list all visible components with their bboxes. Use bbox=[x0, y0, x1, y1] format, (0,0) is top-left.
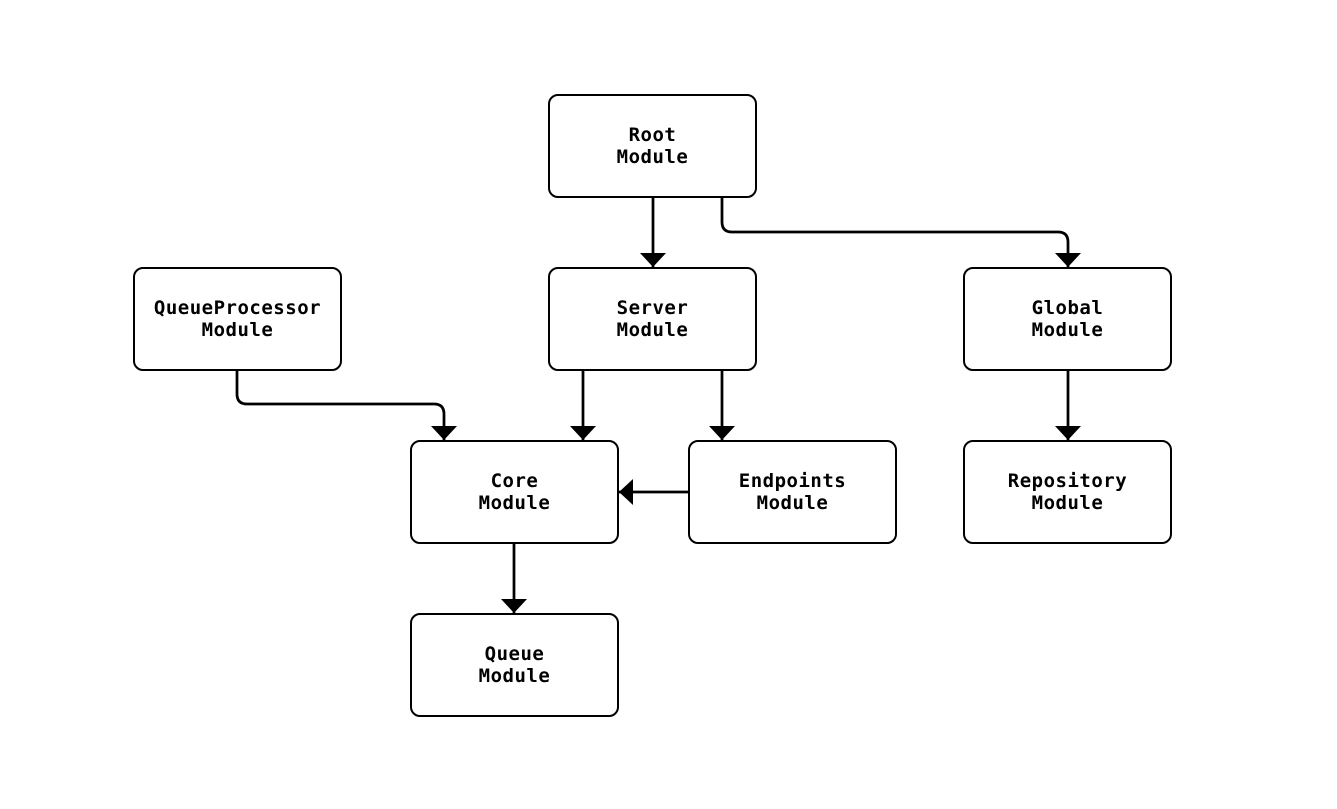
node-queue-module: Queue Module bbox=[410, 613, 619, 717]
edge-server-module-to-endpoints-module bbox=[709, 371, 735, 440]
node-queueprocessor-module: QueueProcessor Module bbox=[133, 267, 342, 371]
arrowhead-icon bbox=[640, 253, 666, 267]
node-server-module: Server Module bbox=[548, 267, 757, 371]
node-label: Endpoints Module bbox=[738, 470, 847, 514]
node-label: Server Module bbox=[616, 297, 689, 341]
node-endpoints-module: Endpoints Module bbox=[688, 440, 897, 544]
node-label: Core Module bbox=[478, 470, 551, 514]
node-label: Global Module bbox=[1031, 297, 1104, 341]
node-root-module: Root Module bbox=[548, 94, 757, 198]
node-label: QueueProcessor Module bbox=[153, 297, 322, 341]
edge-global-module-to-repository-module bbox=[1055, 371, 1081, 440]
arrowhead-icon bbox=[570, 426, 596, 440]
arrowhead-icon bbox=[501, 599, 527, 613]
edge-line bbox=[235, 371, 446, 440]
edge-endpoints-module-to-core-module bbox=[619, 479, 688, 505]
node-global-module: Global Module bbox=[963, 267, 1172, 371]
edge-root-module-to-global-module bbox=[720, 198, 1081, 267]
edge-root-module-to-server-module bbox=[640, 198, 666, 267]
edge-queueprocessor-module-to-core-module bbox=[235, 371, 457, 440]
edge-server-module-to-core-module bbox=[570, 371, 596, 440]
arrowhead-icon bbox=[709, 426, 735, 440]
node-label: Repository Module bbox=[1007, 470, 1128, 514]
arrowhead-icon bbox=[431, 426, 457, 440]
node-label: Queue Module bbox=[478, 643, 551, 687]
node-core-module: Core Module bbox=[410, 440, 619, 544]
arrowhead-icon bbox=[1055, 426, 1081, 440]
edge-line bbox=[720, 198, 1070, 267]
arrowhead-icon bbox=[1055, 253, 1081, 267]
node-repository-module: Repository Module bbox=[963, 440, 1172, 544]
arrowhead-icon bbox=[619, 479, 633, 505]
node-label: Root Module bbox=[616, 124, 689, 168]
edge-core-module-to-queue-module bbox=[501, 544, 527, 613]
